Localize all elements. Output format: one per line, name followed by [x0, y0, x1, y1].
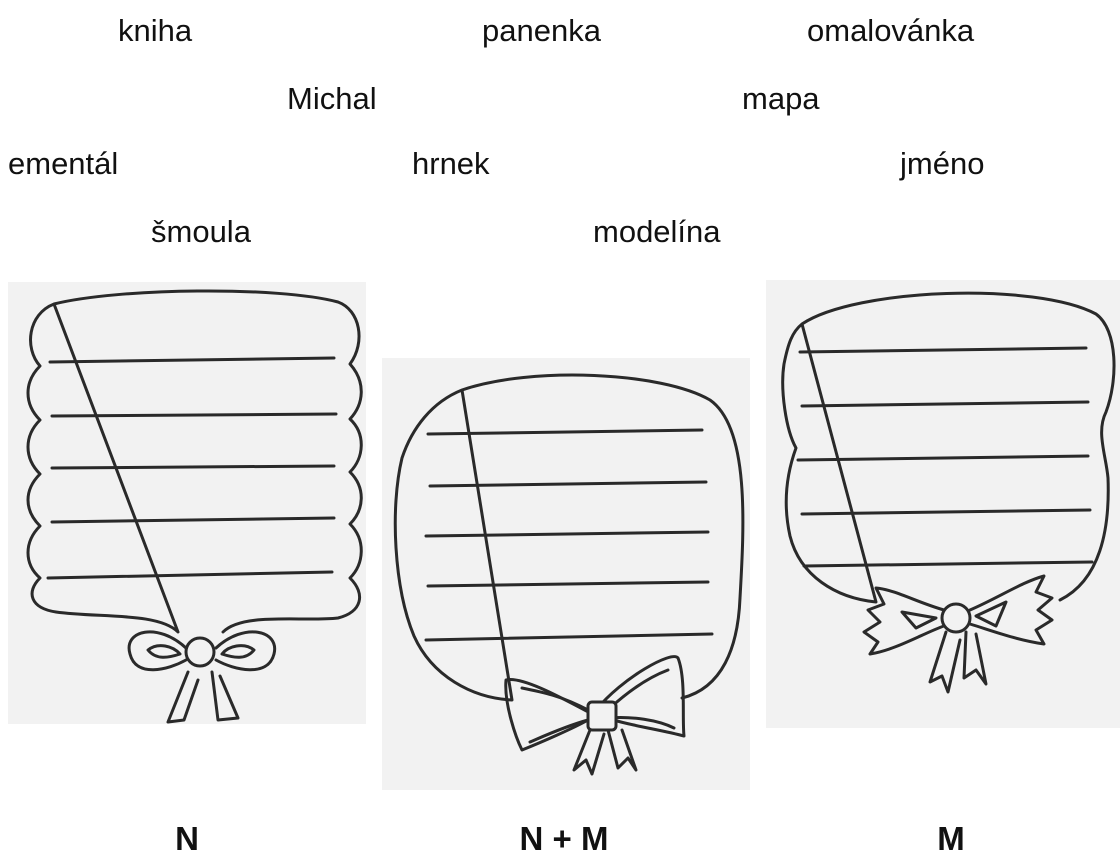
round-balloon-with-bow-icon [382, 358, 750, 790]
balloon-with-bow-icon [8, 282, 366, 724]
word-smoula: šmoula [151, 216, 251, 247]
word-kniha: kniha [118, 15, 192, 46]
balloon-with-ribbon-bow-icon [766, 280, 1120, 728]
balloon-panel-left [8, 282, 366, 724]
balloon-panel-right [766, 280, 1120, 728]
label-right: M [937, 822, 965, 855]
word-jmeno: jméno [900, 148, 984, 179]
word-emental: ementál [8, 148, 118, 179]
word-hrnek: hrnek [412, 148, 490, 179]
word-omalovanka: omalovánka [807, 15, 974, 46]
balloon-panel-middle [382, 358, 750, 790]
word-michal: Michal [287, 83, 377, 114]
word-panenka: panenka [482, 15, 601, 46]
word-modelina: modelína [593, 216, 721, 247]
label-left: N [175, 822, 199, 855]
word-mapa: mapa [742, 83, 820, 114]
label-middle: N + M [520, 822, 609, 855]
